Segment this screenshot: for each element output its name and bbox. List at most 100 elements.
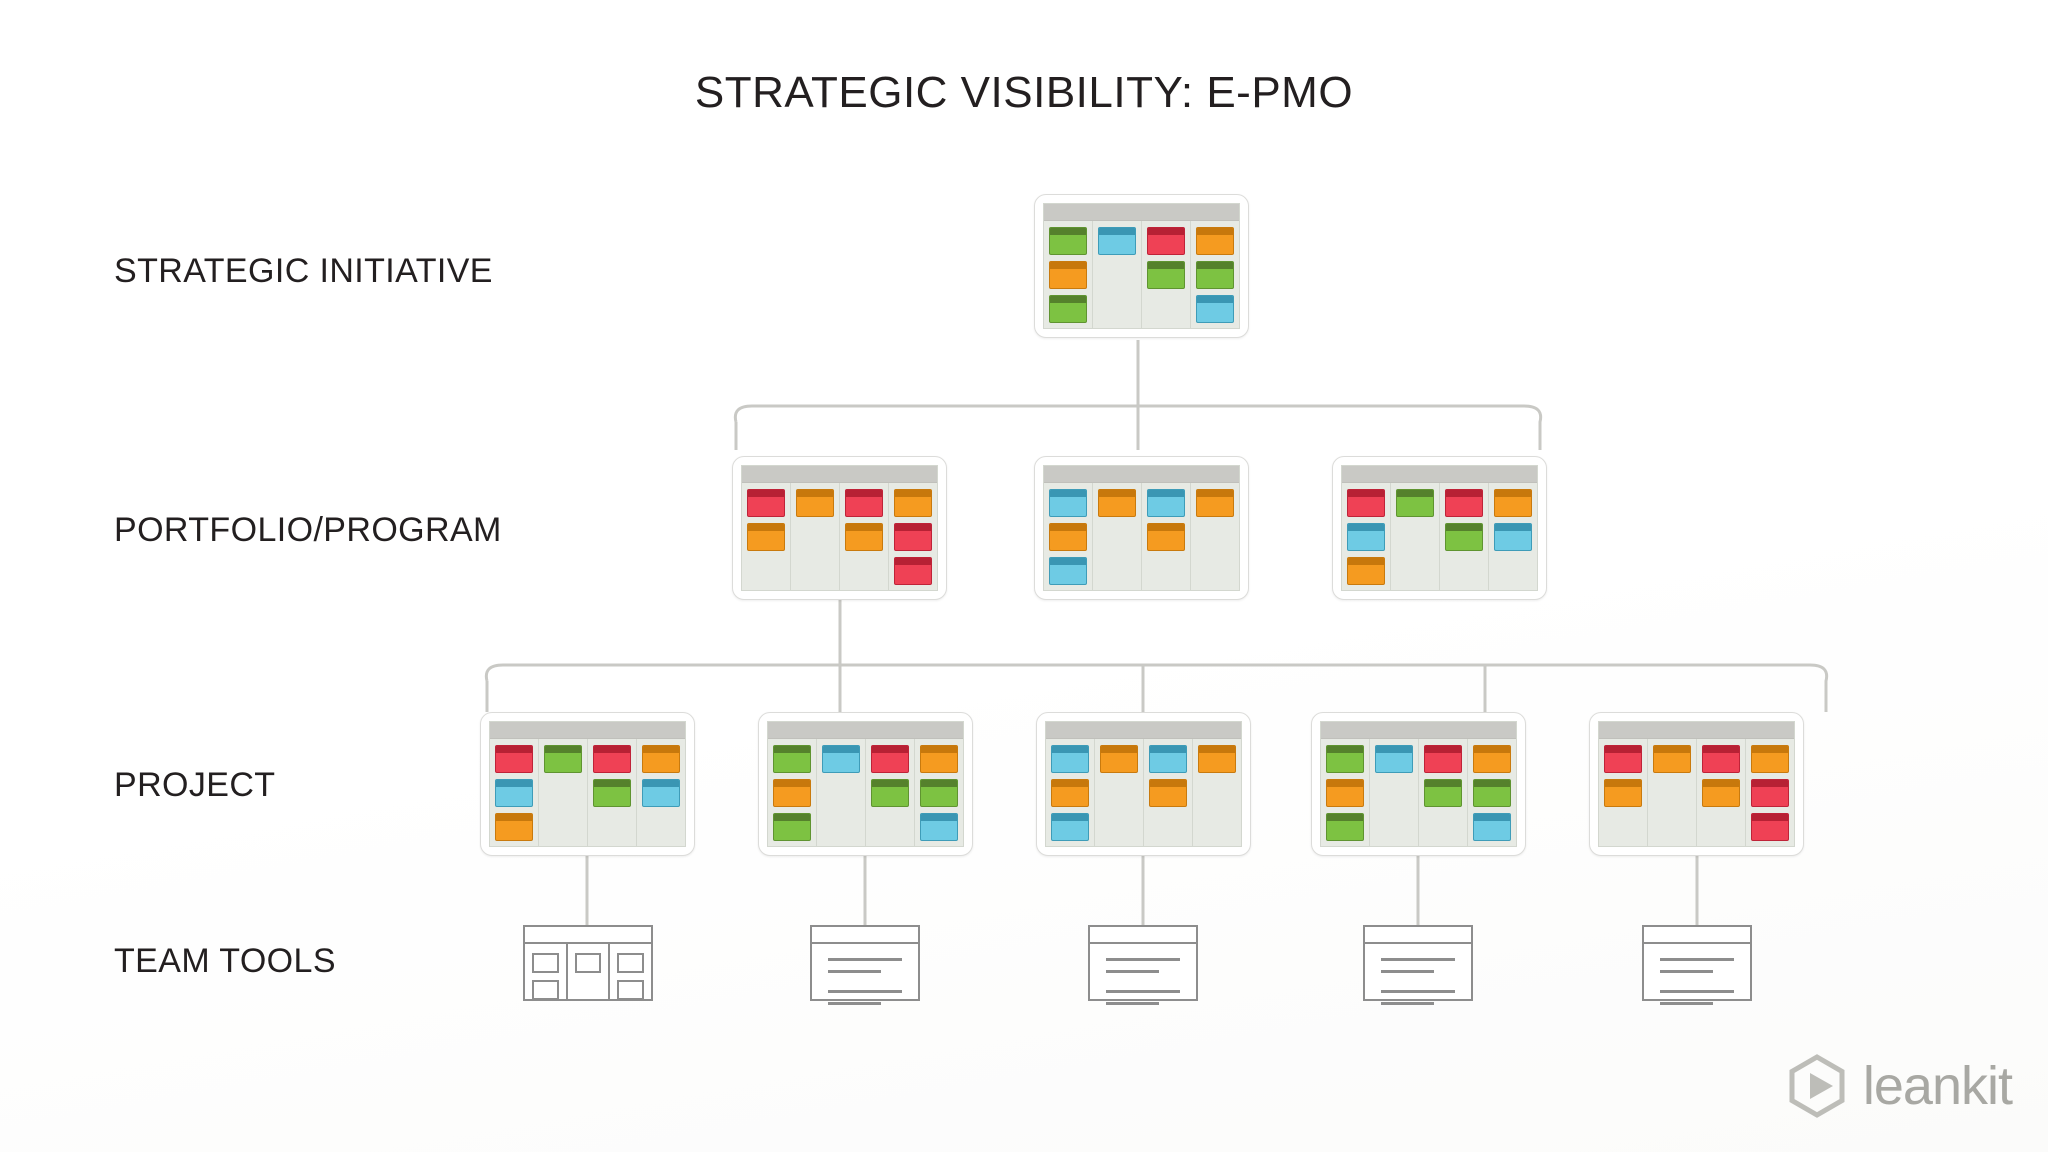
kanban-card-blue[interactable] xyxy=(1147,489,1185,517)
kanban-card-red[interactable] xyxy=(1751,813,1789,841)
kanban-card-orange[interactable] xyxy=(1051,779,1089,807)
kanban-card-orange[interactable] xyxy=(894,489,932,517)
kanban-card-green[interactable] xyxy=(1196,261,1234,289)
tool-text-line xyxy=(1106,970,1160,973)
board-column-2 xyxy=(1391,483,1440,590)
kanban-card-blue[interactable] xyxy=(642,779,680,807)
kanban-card-orange[interactable] xyxy=(1326,779,1364,807)
strategic-initiative-board[interactable] xyxy=(1034,194,1249,338)
kanban-card-green[interactable] xyxy=(1396,489,1434,517)
board-column-2 xyxy=(1093,221,1142,328)
kanban-card-green[interactable] xyxy=(920,779,958,807)
kanban-card-green[interactable] xyxy=(1049,295,1087,323)
board-inner xyxy=(1043,203,1240,329)
kanban-card-blue[interactable] xyxy=(1494,523,1532,551)
portfolio-board-2[interactable] xyxy=(1034,456,1249,600)
kanban-card-red[interactable] xyxy=(845,489,883,517)
kanban-card-green[interactable] xyxy=(1473,779,1511,807)
board-column-3 xyxy=(1142,483,1191,590)
kanban-card-red[interactable] xyxy=(495,745,533,773)
kanban-card-red[interactable] xyxy=(1347,489,1385,517)
team-tool-document-4[interactable] xyxy=(1642,925,1752,1005)
project-board-1[interactable] xyxy=(480,712,695,856)
kanban-card-blue[interactable] xyxy=(1051,745,1089,773)
kanban-card-blue[interactable] xyxy=(1375,745,1413,773)
kanban-card-green[interactable] xyxy=(773,745,811,773)
project-board-2[interactable] xyxy=(758,712,973,856)
kanban-card-blue[interactable] xyxy=(1347,523,1385,551)
kanban-card-red[interactable] xyxy=(871,745,909,773)
kanban-card-blue[interactable] xyxy=(1196,295,1234,323)
kanban-card-orange[interactable] xyxy=(1653,745,1691,773)
kanban-card-orange[interactable] xyxy=(1098,489,1136,517)
kanban-card-red[interactable] xyxy=(1751,779,1789,807)
kanban-card-green[interactable] xyxy=(1326,745,1364,773)
kanban-card-orange[interactable] xyxy=(1494,489,1532,517)
project-board-3[interactable] xyxy=(1036,712,1251,856)
kanban-card-red[interactable] xyxy=(894,557,932,585)
kanban-card-green[interactable] xyxy=(1147,261,1185,289)
board-columns xyxy=(1321,739,1516,846)
board-inner xyxy=(767,721,964,847)
kanban-card-orange[interactable] xyxy=(1702,779,1740,807)
kanban-card-orange[interactable] xyxy=(1149,779,1187,807)
kanban-card-orange[interactable] xyxy=(495,813,533,841)
kanban-card-green[interactable] xyxy=(1445,523,1483,551)
kanban-card-green[interactable] xyxy=(544,745,582,773)
kanban-card-orange[interactable] xyxy=(796,489,834,517)
kanban-card-orange[interactable] xyxy=(747,523,785,551)
project-board-4[interactable] xyxy=(1311,712,1526,856)
tool-card xyxy=(532,953,559,973)
kanban-card-orange[interactable] xyxy=(773,779,811,807)
portfolio-board-3[interactable] xyxy=(1332,456,1547,600)
kanban-card-red[interactable] xyxy=(1424,745,1462,773)
kanban-card-orange[interactable] xyxy=(920,745,958,773)
kanban-card-red[interactable] xyxy=(593,745,631,773)
kanban-card-red[interactable] xyxy=(1147,227,1185,255)
kanban-card-red[interactable] xyxy=(894,523,932,551)
tool-column xyxy=(568,944,611,999)
kanban-card-green[interactable] xyxy=(1424,779,1462,807)
kanban-card-blue[interactable] xyxy=(1051,813,1089,841)
kanban-card-orange[interactable] xyxy=(1347,557,1385,585)
kanban-card-orange[interactable] xyxy=(1473,745,1511,773)
portfolio-board-1[interactable] xyxy=(732,456,947,600)
kanban-card-blue[interactable] xyxy=(1098,227,1136,255)
kanban-card-green[interactable] xyxy=(593,779,631,807)
kanban-card-green[interactable] xyxy=(1049,227,1087,255)
kanban-card-red[interactable] xyxy=(1702,745,1740,773)
kanban-card-blue[interactable] xyxy=(1149,745,1187,773)
kanban-card-orange[interactable] xyxy=(1604,779,1642,807)
team-tool-document-2[interactable] xyxy=(1088,925,1198,1005)
kanban-card-orange[interactable] xyxy=(1196,489,1234,517)
kanban-card-orange[interactable] xyxy=(1049,261,1087,289)
kanban-card-blue[interactable] xyxy=(1049,557,1087,585)
kanban-card-orange[interactable] xyxy=(845,523,883,551)
team-tool-document-3[interactable] xyxy=(1363,925,1473,1005)
kanban-card-orange[interactable] xyxy=(1147,523,1185,551)
kanban-card-green[interactable] xyxy=(871,779,909,807)
kanban-card-blue[interactable] xyxy=(1049,489,1087,517)
project-board-5[interactable] xyxy=(1589,712,1804,856)
kanban-card-blue[interactable] xyxy=(1473,813,1511,841)
kanban-card-blue[interactable] xyxy=(822,745,860,773)
board-column-4 xyxy=(1191,483,1239,590)
kanban-card-blue[interactable] xyxy=(495,779,533,807)
kanban-card-orange[interactable] xyxy=(1049,523,1087,551)
kanban-card-orange[interactable] xyxy=(1751,745,1789,773)
tool-card xyxy=(617,953,645,973)
kanban-card-green[interactable] xyxy=(773,813,811,841)
team-tool-document-1[interactable] xyxy=(810,925,920,1005)
kanban-card-orange[interactable] xyxy=(1100,745,1138,773)
tool-text-line xyxy=(1381,990,1455,993)
kanban-card-blue[interactable] xyxy=(920,813,958,841)
team-tool-kanban[interactable] xyxy=(523,925,653,1001)
kanban-card-red[interactable] xyxy=(1604,745,1642,773)
tool-text-line xyxy=(1381,958,1455,961)
kanban-card-orange[interactable] xyxy=(1196,227,1234,255)
kanban-card-green[interactable] xyxy=(1326,813,1364,841)
kanban-card-red[interactable] xyxy=(1445,489,1483,517)
kanban-card-orange[interactable] xyxy=(642,745,680,773)
kanban-card-red[interactable] xyxy=(747,489,785,517)
kanban-card-orange[interactable] xyxy=(1198,745,1236,773)
